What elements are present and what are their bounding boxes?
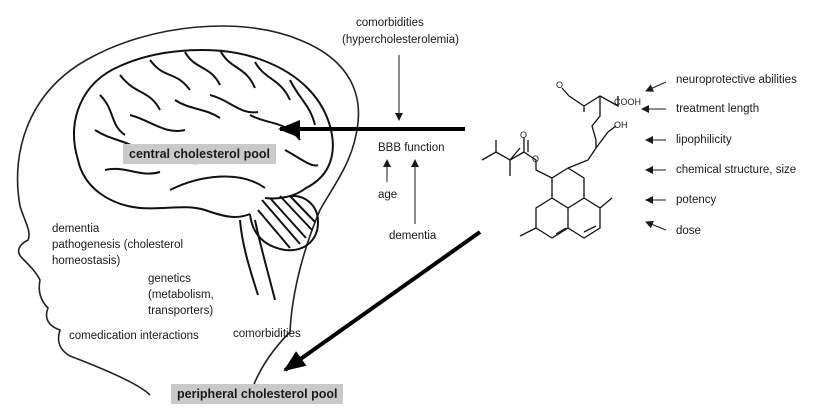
property-neuroprotective: neuroprotective abilities (676, 74, 797, 86)
property-lipophilicity: lipophilicity (676, 134, 732, 146)
genetics-line1: genetics (148, 273, 191, 285)
bbb-function-label: BBB function (378, 142, 445, 154)
molecule-ester-o: O (532, 154, 540, 164)
arrow-to-peripheral-pool (283, 230, 482, 372)
property-potency: potency (676, 194, 717, 206)
peripheral-cholesterol-pool: peripheral cholesterol pool (171, 384, 344, 404)
dementia-bbb-label: dementia (389, 230, 437, 242)
central-cholesterol-pool: central cholesterol pool (123, 144, 277, 164)
age-label: age (378, 189, 398, 201)
comorbidities-head-label: comorbidities (233, 328, 301, 340)
molecule-structure (481, 87, 619, 239)
genetics-line2: (metabolism, (148, 289, 214, 301)
property-dose: dose (676, 225, 701, 237)
property-arrows (641, 81, 667, 231)
molecule-carbonyl-o: O (520, 130, 528, 140)
molecule-oh: OH (614, 120, 628, 130)
dementia-pathogenesis-line1: dementia (52, 223, 100, 235)
property-treatment-length: treatment length (676, 103, 760, 115)
comedication-label: comedication interactions (69, 330, 199, 342)
molecule-cooh: COOH (614, 97, 641, 107)
comorbidities-top-label: comorbidities (356, 17, 424, 29)
property-chemical-structure: chemical structure, size (676, 164, 797, 176)
dementia-pathogenesis-line2: pathogenesis (cholesterol (52, 239, 184, 251)
molecule-o-top: O (556, 80, 564, 90)
genetics-line3: transporters) (148, 305, 214, 317)
dementia-pathogenesis-line3: homeostasis) (52, 255, 121, 267)
brain (73, 49, 334, 301)
hypercholesterolemia-label: (hypercholesterolemia) (342, 34, 459, 46)
